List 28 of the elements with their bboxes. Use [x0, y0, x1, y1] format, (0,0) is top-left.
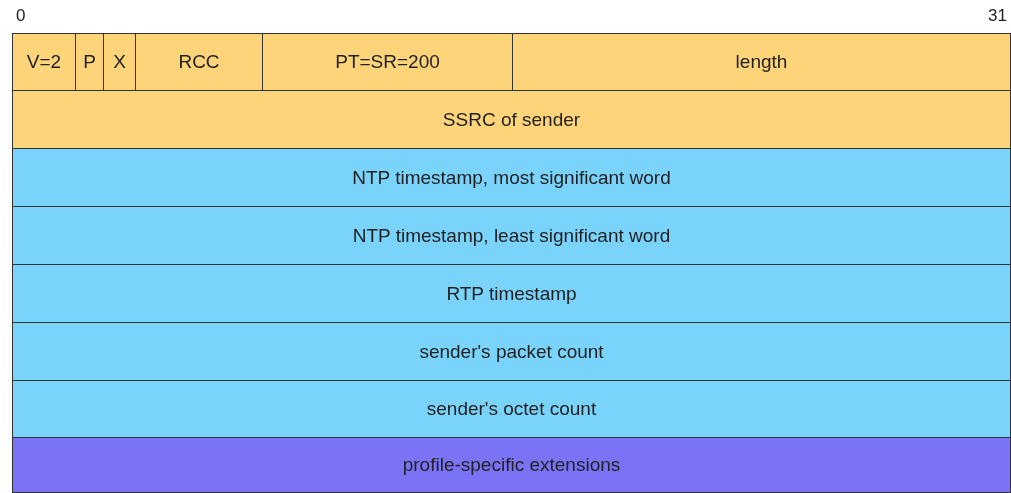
field-name: length [735, 51, 788, 73]
bit-index: 0 [16, 6, 26, 26]
field-name: SSRC of sender [442, 108, 581, 131]
field-name: NTP timestamp, most significant word [352, 166, 671, 189]
field-name: sender's packet count [419, 340, 604, 363]
field-name: sender's octet count [426, 398, 597, 420]
field-name: RCC [178, 51, 220, 73]
field-name: NTP timestamp, least significant word [352, 224, 671, 247]
field-name: RTP timestamp [446, 282, 577, 305]
field-cell [135, 33, 263, 91]
field-name: profile-specific extensions [402, 454, 621, 476]
bit-index: 31 [988, 6, 1007, 26]
field-cell [12, 33, 76, 91]
field-cell [103, 33, 136, 91]
field-name: X [113, 51, 126, 73]
field-name: V=2 [26, 51, 62, 73]
field-name: PT=SR=200 [335, 51, 440, 73]
field-row [12, 148, 1011, 207]
field-row [12, 380, 1011, 438]
field-name: P [83, 51, 96, 73]
field-cell [262, 33, 513, 91]
field-row [12, 206, 1011, 265]
field-row [12, 264, 1011, 323]
field-cell [512, 33, 1011, 91]
field-row [12, 322, 1011, 381]
field-row [12, 90, 1011, 149]
field-cell [75, 33, 104, 91]
field-row [12, 437, 1011, 493]
